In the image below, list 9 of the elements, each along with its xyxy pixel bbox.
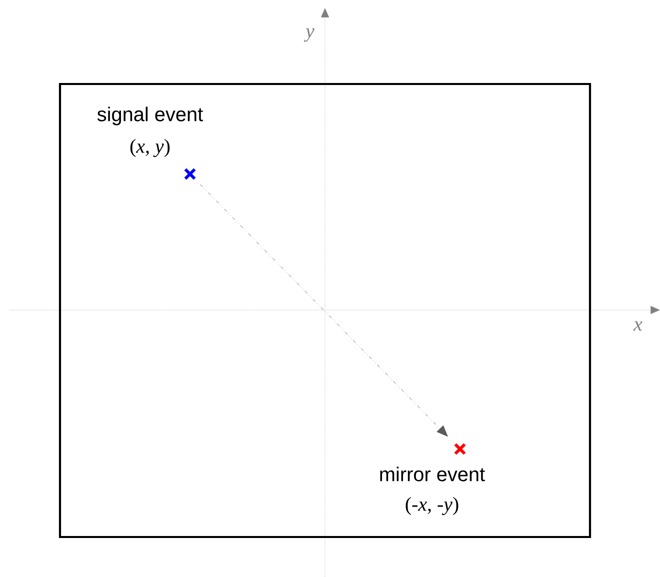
arrow (200, 184, 448, 437)
event-label: mirror event (380, 466, 485, 482)
axis-label: x (633, 321, 642, 331)
coordinate-label: (x, y) (130, 138, 170, 158)
event-label: signal event (97, 106, 203, 126)
cross-marker (454, 442, 466, 456)
cross-marker (184, 168, 196, 180)
axis-label: y (304, 28, 314, 42)
coordinate-label: (-x, -y) (406, 496, 458, 516)
